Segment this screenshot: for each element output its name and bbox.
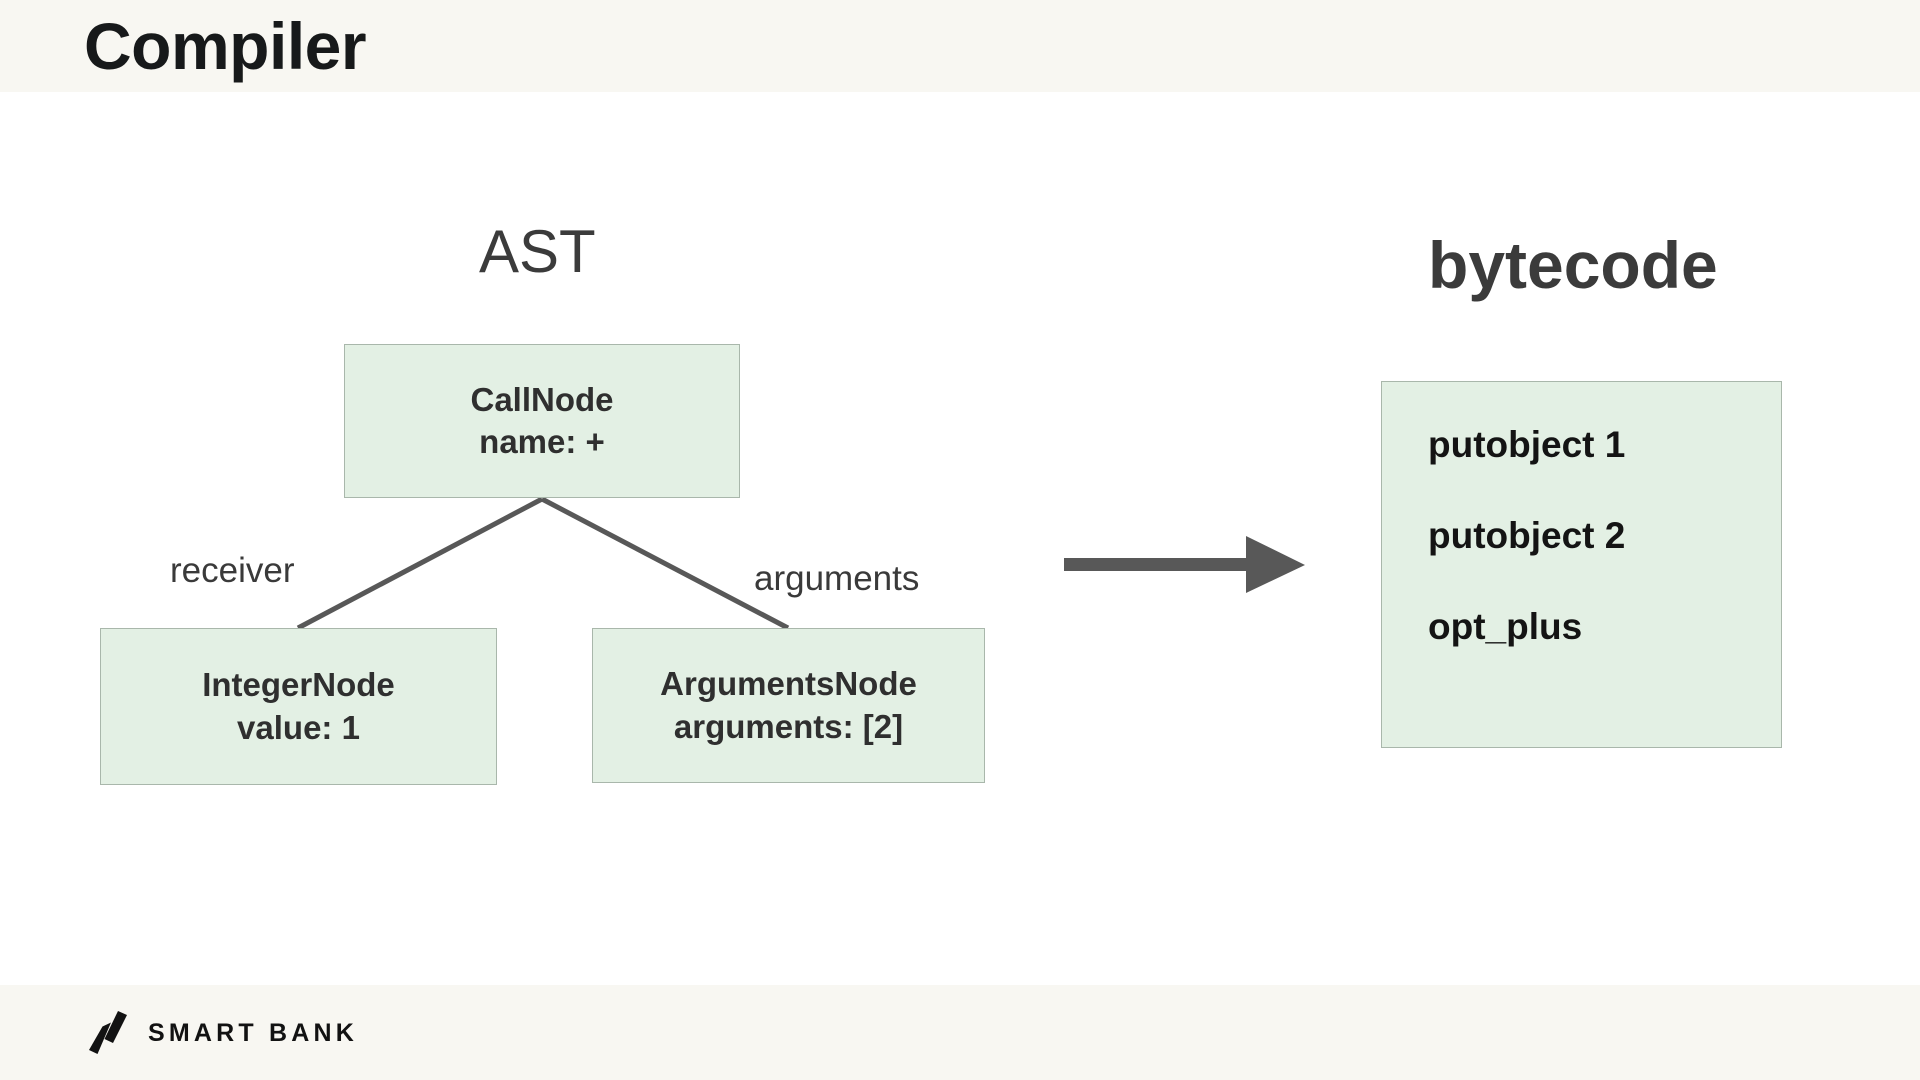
- bytecode-instruction: putobject 1: [1428, 424, 1626, 465]
- bytecode-instruction: opt_plus: [1428, 606, 1583, 647]
- smartbank-logo-icon: [89, 1011, 127, 1054]
- ast-node-argumentsnode-detail: arguments: [2]: [673, 707, 904, 745]
- slide-header-band: [0, 0, 1920, 92]
- ast-node-argumentsnode-title: ArgumentsNode: [660, 665, 917, 703]
- bytecode-panel[interactable]: putobject 1 putobject 2 opt_plus: [1381, 381, 1782, 748]
- slide-footer-band: [0, 985, 1920, 1080]
- brand-logo: SMART BANK: [88, 1010, 358, 1056]
- page-title: Compiler: [84, 9, 367, 83]
- ast-node-callnode-detail: name: +: [479, 423, 605, 460]
- ast-node-argumentsnode[interactable]: ArgumentsNode arguments: [2]: [592, 628, 985, 783]
- bytecode-section-heading: bytecode: [1428, 228, 1718, 302]
- ast-node-integernode-title: IntegerNode: [202, 666, 395, 704]
- ast-edge-label-arguments: arguments: [754, 559, 920, 598]
- ast-section-heading: AST: [479, 218, 596, 285]
- brand-name: SMART BANK: [148, 1018, 359, 1047]
- bytecode-instruction: putobject 2: [1428, 515, 1626, 556]
- ast-node-integernode-detail: value: 1: [237, 708, 360, 746]
- ast-node-callnode[interactable]: CallNode name: +: [344, 344, 740, 498]
- ast-node-callnode-title: CallNode: [470, 380, 614, 418]
- ast-edge-label-receiver: receiver: [170, 551, 295, 590]
- ast-node-integernode[interactable]: IntegerNode value: 1: [100, 628, 497, 785]
